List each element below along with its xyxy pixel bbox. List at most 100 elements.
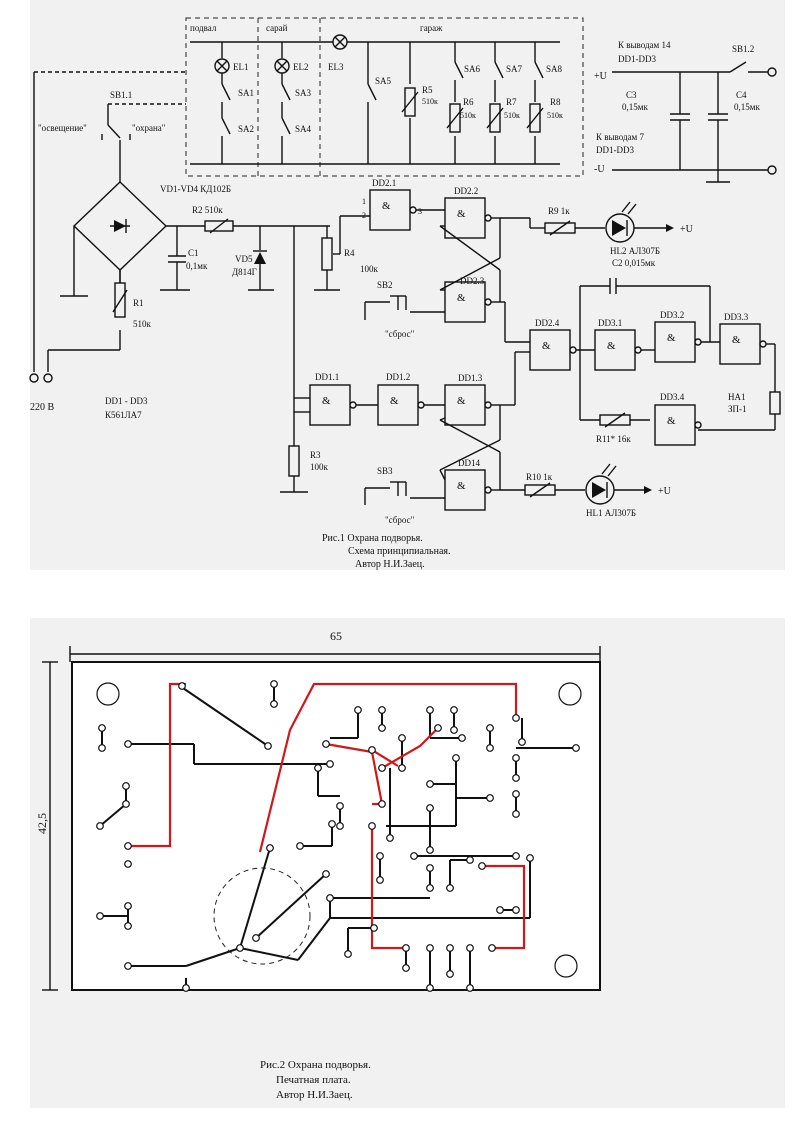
label-c3-val: 0,15мк bbox=[622, 102, 648, 112]
label-sa7: SA7 bbox=[506, 64, 523, 74]
svg-text:&: & bbox=[732, 334, 741, 346]
label-bridge: VD1-VD4 КД102Б bbox=[160, 184, 231, 194]
mount-hole-bottom-right bbox=[554, 954, 578, 978]
label-plus-u: +U bbox=[594, 71, 608, 82]
room-wiring-frame bbox=[185, 17, 584, 177]
label-chips: DD1 - DD3 bbox=[105, 396, 148, 406]
label-dd1dd3-bottom: DD1-DD3 bbox=[596, 145, 634, 155]
label-r2: R2 510к bbox=[192, 205, 223, 215]
gate-dd21: & bbox=[369, 189, 417, 231]
svg-text:&: & bbox=[667, 332, 676, 344]
fig2-caption-line2: Печатная плата. bbox=[276, 1074, 351, 1086]
gate-dd13: & bbox=[444, 384, 492, 426]
svg-text:3: 3 bbox=[418, 207, 422, 216]
label-r5: R5 bbox=[422, 85, 433, 95]
label-dd22: DD2.2 bbox=[454, 186, 478, 196]
pcb-red-traces bbox=[128, 682, 526, 950]
label-sa2: SA2 bbox=[238, 124, 254, 134]
label-podval: подвал bbox=[190, 23, 217, 33]
gate-dd12: & bbox=[377, 384, 425, 426]
label-dd12: DD1.2 bbox=[386, 372, 410, 382]
svg-text:&: & bbox=[667, 415, 676, 427]
mount-hole-top-right bbox=[558, 682, 582, 706]
svg-text:&: & bbox=[457, 292, 466, 304]
label-r5-val: 510к bbox=[422, 97, 438, 106]
gate-dd24: & bbox=[529, 329, 577, 371]
mount-hole-top-left bbox=[96, 682, 120, 706]
label-el1: EL1 bbox=[233, 62, 249, 72]
label-to-pin7: К выводам 7 bbox=[596, 132, 644, 142]
label-sa8: SA8 bbox=[546, 64, 563, 74]
label-sa6: SA6 bbox=[464, 64, 481, 74]
gate-dd33: & bbox=[719, 323, 767, 365]
label-height-dim: 42,5 bbox=[35, 813, 49, 834]
buzzer-ha1-icon bbox=[769, 391, 781, 415]
label-mode-guard: "охрана" bbox=[132, 123, 166, 133]
label-sb2: SB2 bbox=[377, 280, 393, 290]
label-reset-sb3: "сброс" bbox=[385, 515, 415, 525]
fig2-caption-line3: Автор Н.И.Заец. bbox=[276, 1089, 353, 1101]
fig2-caption-line1: Рис.2 Охрана подворья. bbox=[260, 1059, 371, 1071]
lamp-el1-icon bbox=[214, 42, 230, 74]
gate-dd14: & bbox=[444, 469, 492, 511]
schematic-diagram: подвал сарай гараж EL1 EL2 EL3 SA1 SA2 S… bbox=[29, 17, 781, 570]
label-c3: C3 bbox=[626, 90, 637, 100]
label-el3: EL3 bbox=[328, 62, 344, 72]
label-r8-val: 510к bbox=[547, 111, 563, 120]
label-r3: R3 bbox=[310, 450, 321, 460]
gate-dd11: & bbox=[309, 384, 357, 426]
gate-dd32: & bbox=[654, 321, 702, 363]
schematic-panel: подвал сарай гараж EL1 EL2 EL3 SA1 SA2 S… bbox=[29, 0, 785, 570]
r4-potentiometer bbox=[321, 237, 333, 271]
svg-text:&: & bbox=[457, 480, 466, 492]
label-to-pin14: К выводам 14 bbox=[618, 40, 671, 50]
label-r7: R7 bbox=[506, 97, 517, 107]
reset-button-sb2 bbox=[364, 295, 445, 320]
label-vd5: VD5 bbox=[235, 254, 253, 264]
reset-button-sb3 bbox=[364, 481, 445, 505]
label-r11: R11* 16к bbox=[596, 434, 631, 444]
flipflop-dd2-wiring bbox=[416, 209, 545, 343]
pcb-board bbox=[71, 661, 601, 991]
label-sa4: SA4 bbox=[295, 124, 312, 134]
label-r6: R6 bbox=[463, 97, 474, 107]
svg-text:&: & bbox=[382, 200, 391, 212]
mains-wiring bbox=[33, 71, 186, 372]
label-c1-val: 0,1мк bbox=[186, 261, 208, 271]
label-sb3: SB3 bbox=[377, 466, 393, 476]
svg-text:1: 1 bbox=[362, 197, 366, 206]
mains-terminal-1 bbox=[29, 373, 39, 383]
svg-text:&: & bbox=[607, 340, 616, 352]
r3-resistor bbox=[288, 445, 300, 477]
label-dd14: DD14 bbox=[458, 458, 480, 468]
supply-terminal-plus bbox=[767, 67, 777, 77]
label-r6-val: 510к bbox=[460, 111, 476, 120]
flipflop-dd1-wiring bbox=[439, 351, 530, 491]
gate-dd34: & bbox=[654, 404, 702, 446]
label-garazh: гараж bbox=[420, 23, 443, 33]
svg-text:2: 2 bbox=[362, 211, 366, 220]
label-dd11: DD1.1 bbox=[315, 372, 339, 382]
power-supply-wiring bbox=[612, 61, 768, 183]
label-r10: R10 1к bbox=[526, 472, 553, 482]
component-outline-circle bbox=[213, 867, 311, 965]
label-dd1dd3-top: DD1-DD3 bbox=[618, 54, 656, 64]
label-sa5: SA5 bbox=[375, 76, 392, 86]
pcb-diagram: 65 42,5 bbox=[35, 629, 601, 1101]
lamp-el2-icon bbox=[274, 42, 290, 74]
label-dd31: DD3.1 bbox=[598, 318, 622, 328]
lamp-el3-icon bbox=[332, 34, 348, 50]
room-resistors bbox=[401, 87, 544, 133]
label-dd24: DD2.4 bbox=[535, 318, 560, 328]
label-ha1-type: ЗП-1 bbox=[728, 404, 747, 414]
label-mains: 220 В bbox=[30, 402, 55, 413]
pcb-panel: 65 42,5 bbox=[30, 618, 785, 1108]
dimension-width bbox=[69, 646, 601, 662]
label-sb12: SB1.2 bbox=[732, 44, 754, 54]
label-width-dim: 65 bbox=[330, 629, 342, 643]
pcb-pads bbox=[96, 680, 580, 992]
label-dd33: DD3.3 bbox=[724, 312, 749, 322]
label-r8: R8 bbox=[550, 97, 561, 107]
label-c2: C2 0,015мк bbox=[612, 258, 656, 268]
label-mode-light: "освещение" bbox=[38, 123, 87, 133]
